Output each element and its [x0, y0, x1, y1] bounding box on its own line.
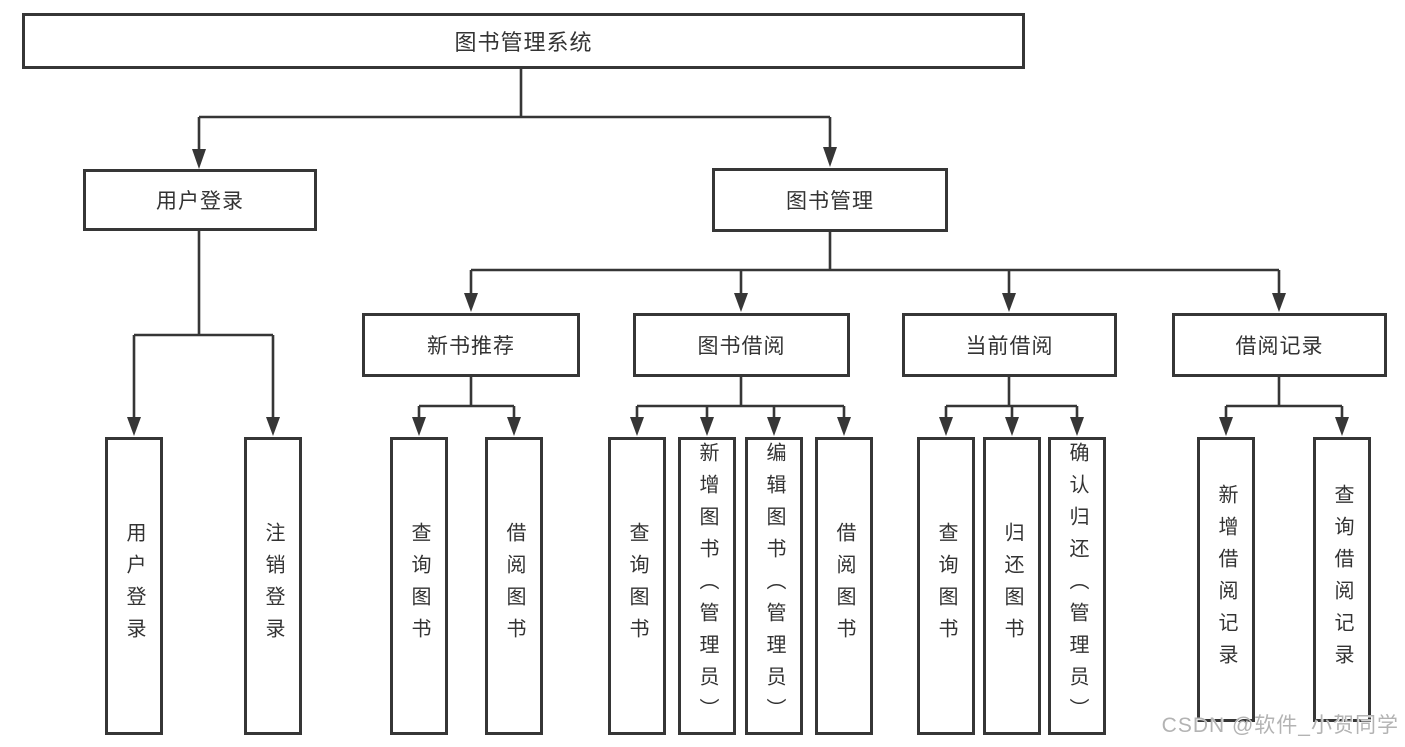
node-borrow-records: 借阅记录	[1172, 313, 1387, 377]
arrowhead-icon	[464, 293, 478, 312]
arrowhead-icon	[837, 417, 851, 436]
leaf-records-query-record: 查询借阅记录	[1313, 437, 1371, 722]
arrowhead-icons	[127, 147, 1349, 436]
leaf-records-add-record-label: 新增借阅记录	[1215, 483, 1237, 676]
arrowhead-icon	[939, 417, 953, 436]
leaf-user-login: 用户登录	[105, 437, 163, 735]
arrowhead-icon	[1272, 293, 1286, 312]
leaf-current-confirm-return-admin: 确认归还（管理员）	[1048, 437, 1106, 735]
leaf-logout-label: 注销登录	[262, 522, 284, 650]
leaf-borrow-borrow-books-label: 借阅图书	[833, 522, 855, 650]
leaf-records-query-record-label: 查询借阅记录	[1331, 483, 1353, 676]
arrowhead-icon	[1070, 417, 1084, 436]
node-root-label: 图书管理系统	[454, 30, 593, 55]
connector-records-to-leaves	[1224, 377, 1344, 419]
node-new-book-recommend-label: 新书推荐	[427, 335, 515, 358]
node-current-borrow-label: 当前借阅	[965, 335, 1054, 358]
node-user-login-label: 用户登录	[156, 190, 244, 213]
connector-userlogin-to-leaves	[132, 231, 275, 419]
node-book-borrow-label: 图书借阅	[697, 335, 786, 358]
arrowhead-icon	[412, 417, 426, 436]
leaf-borrow-edit-books-admin-label: 编辑图书（管理员）	[763, 442, 785, 730]
arrowhead-icon	[767, 417, 781, 436]
leaf-user-login-label: 用户登录	[123, 522, 145, 650]
leaf-newbook-borrow-books: 借阅图书	[485, 437, 543, 735]
csdn-watermark: CSDN @软件_小贺同学	[1161, 714, 1399, 737]
arrowhead-icon	[507, 417, 521, 436]
leaf-newbook-query-books: 查询图书	[390, 437, 448, 735]
leaf-borrow-query-books: 查询图书	[608, 437, 666, 735]
connector-borrow-to-leaves	[635, 377, 846, 419]
leaf-borrow-query-books-label: 查询图书	[626, 522, 648, 650]
node-book-borrow: 图书借阅	[633, 313, 850, 377]
connector-newbook-to-leaves	[417, 377, 516, 419]
node-borrow-records-label: 借阅记录	[1235, 335, 1324, 358]
leaf-current-confirm-return-admin-label: 确认归还（管理员）	[1066, 442, 1088, 730]
leaf-borrow-add-books-admin-label: 新增图书（管理员）	[696, 442, 718, 730]
leaf-current-return-books: 归还图书	[983, 437, 1041, 735]
leaf-borrow-add-books-admin: 新增图书（管理员）	[678, 437, 736, 735]
leaf-borrow-edit-books-admin: 编辑图书（管理员）	[745, 437, 803, 735]
arrowhead-icon	[1002, 293, 1016, 312]
node-root: 图书管理系统	[22, 13, 1025, 69]
arrowhead-icon	[1219, 417, 1233, 436]
node-book-management-label: 图书管理	[786, 190, 874, 213]
leaf-borrow-borrow-books: 借阅图书	[815, 437, 873, 735]
leaf-logout: 注销登录	[244, 437, 302, 735]
node-new-book-recommend: 新书推荐	[362, 313, 580, 377]
arrowhead-icon	[734, 293, 748, 312]
connector-root-to-level2	[197, 69, 832, 151]
node-current-borrow: 当前借阅	[902, 313, 1117, 377]
leaf-records-add-record: 新增借阅记录	[1197, 437, 1255, 722]
connector-bookmgmt-to-level3	[469, 232, 1281, 295]
arrowhead-icon	[1005, 417, 1019, 436]
arrowhead-icon	[266, 417, 280, 436]
connector-current-to-leaves	[944, 377, 1079, 419]
arrowhead-icon	[630, 417, 644, 436]
leaf-current-query-books: 查询图书	[917, 437, 975, 735]
node-user-login: 用户登录	[83, 169, 317, 231]
leaf-newbook-query-books-label: 查询图书	[408, 522, 430, 650]
leaf-current-query-books-label: 查询图书	[935, 522, 957, 650]
arrowhead-icon	[127, 417, 141, 436]
arrowhead-icon	[823, 147, 837, 167]
arrowhead-icon	[1335, 417, 1349, 436]
leaf-newbook-borrow-books-label: 借阅图书	[503, 522, 525, 650]
leaf-current-return-books-label: 归还图书	[1001, 522, 1023, 650]
arrowhead-icon	[700, 417, 714, 436]
arrowhead-icon	[192, 149, 206, 169]
node-book-management: 图书管理	[712, 168, 948, 232]
